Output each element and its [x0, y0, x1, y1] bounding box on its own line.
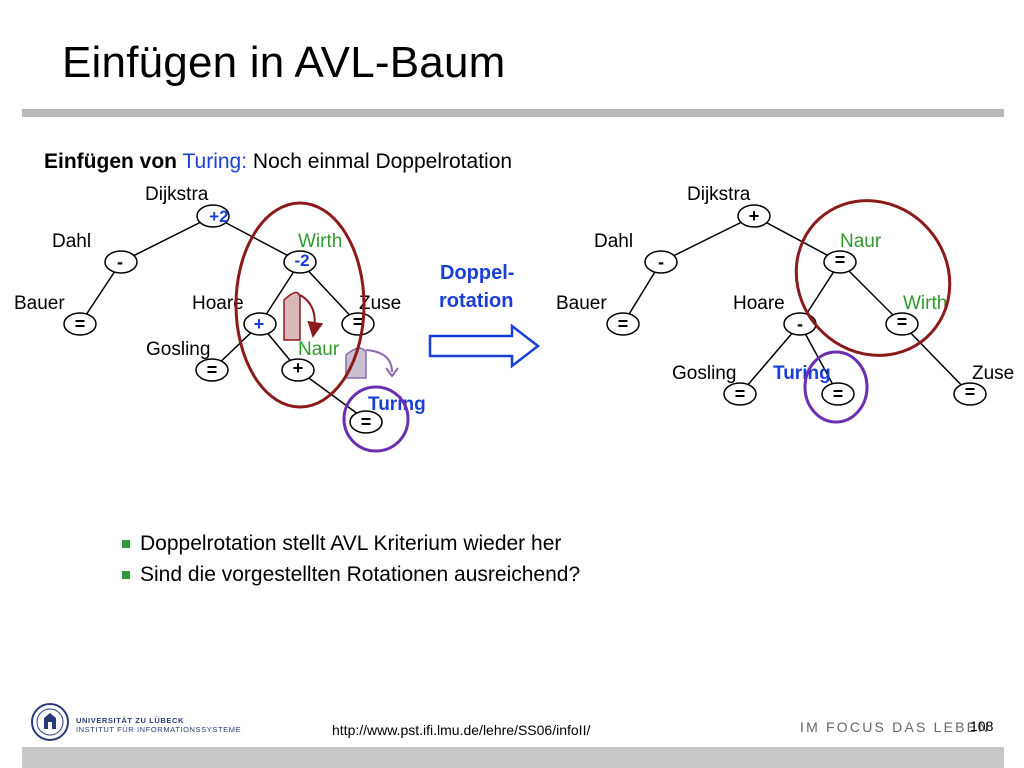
label-gosling: Gosling	[146, 339, 210, 360]
label-after-hoare: Hoare	[733, 293, 785, 314]
label-after-turing: Turing	[773, 363, 831, 384]
balance-after-hoare: -	[797, 314, 803, 334]
balance-after-gosling: =	[735, 384, 746, 404]
bullet-square-icon	[122, 539, 130, 548]
label-after-gosling: Gosling	[672, 363, 736, 384]
node-dijkstra-oval	[196, 204, 230, 228]
node-turing-oval	[349, 410, 383, 434]
balance-turing: =	[361, 412, 372, 432]
label-wirth: Wirth	[298, 231, 342, 252]
balance-dahl: -	[117, 252, 123, 272]
label-dijkstra: Dijkstra	[145, 184, 209, 205]
university-name: UNIVERSITÄT ZU LÜBECK INSTITUT FÜR INFOR…	[76, 716, 242, 734]
balance-after-wirth: =	[897, 312, 908, 332]
rotation-arrow-1	[299, 294, 324, 338]
bullet-list: Doppelrotation stellt AVL Kriterium wied…	[122, 528, 580, 590]
label-zuse: Zuse	[359, 293, 401, 314]
label-turing: Turing	[368, 394, 426, 415]
list-item: Sind die vorgestellten Rotationen ausrei…	[122, 559, 580, 590]
node-naur-oval	[281, 358, 315, 382]
university-seal-icon	[31, 703, 69, 741]
page-number: 108	[970, 718, 994, 734]
label-hoare: Hoare	[192, 293, 244, 314]
footer-url: http://www.pst.ifi.lmu.de/lehre/SS06/inf…	[332, 722, 591, 738]
tree-after: + - = = - = = = = Dijkstra Dahl Naur Bau…	[556, 184, 1014, 424]
highlight-turing-after	[803, 350, 869, 424]
subtitle-rest: Noch einmal Doppelrotation	[252, 150, 513, 173]
node-bauer-oval	[63, 312, 97, 336]
balance-bauer: =	[75, 314, 86, 334]
footer-bar	[22, 747, 1004, 768]
balance-after-naur: =	[835, 250, 846, 270]
node-wirth-oval	[283, 250, 317, 274]
highlight-turing-before	[342, 385, 410, 453]
tree-before: +2 - -2 = + = = + = Dijkstra Dahl Wirth …	[14, 184, 426, 453]
slide-title: Einfügen in AVL-Baum	[62, 38, 506, 87]
node-zuse-oval	[341, 312, 375, 336]
bullet-square-icon	[122, 570, 130, 579]
node-dahl-oval	[104, 250, 138, 274]
label-after-zuse: Zuse	[972, 363, 1014, 384]
balance-naur: +	[293, 358, 304, 378]
node-gosling-oval	[195, 358, 229, 382]
balance-zuse: =	[353, 312, 364, 332]
label-bauer: Bauer	[14, 293, 65, 314]
subtitle-highlight: Turing:	[182, 150, 248, 173]
arrow-label-line2: rotation	[439, 290, 513, 312]
double-rotation-arrow: Doppel- rotation	[428, 262, 541, 369]
footer-motto: IM FOCUS DAS LEBEN	[800, 719, 991, 735]
balance-hoare: +	[254, 314, 265, 334]
balance-after-dijkstra: +	[749, 206, 760, 226]
label-after-naur: Naur	[840, 231, 882, 252]
rotation-arrow-2	[365, 349, 393, 373]
label-after-dijkstra: Dijkstra	[687, 184, 751, 205]
balance-dijkstra: +2	[209, 207, 228, 226]
balance-after-zuse: =	[965, 382, 976, 402]
label-after-wirth: Wirth	[903, 293, 947, 314]
label-after-bauer: Bauer	[556, 293, 607, 314]
balance-gosling: =	[207, 360, 218, 380]
slide-subtitle: Einfügen von Turing: Noch einmal Doppelr…	[44, 150, 512, 174]
label-dahl: Dahl	[52, 231, 91, 252]
balance-after-turing: =	[833, 384, 844, 404]
label-after-dahl: Dahl	[594, 231, 633, 252]
label-naur: Naur	[298, 339, 340, 360]
arrow-label-line1: Doppel-	[440, 262, 514, 284]
title-divider-bar	[22, 109, 1004, 117]
balance-after-dahl: -	[658, 252, 664, 272]
balance-wirth: -2	[294, 251, 309, 270]
rotation-bar-1	[283, 291, 301, 341]
node-hoare-oval	[243, 312, 277, 336]
highlight-subtree-after	[794, 199, 952, 357]
highlight-subtree-before	[234, 201, 366, 409]
balance-after-bauer: =	[618, 314, 629, 334]
subtitle-bold: Einfügen von	[44, 150, 177, 173]
list-item: Doppelrotation stellt AVL Kriterium wied…	[122, 528, 580, 559]
